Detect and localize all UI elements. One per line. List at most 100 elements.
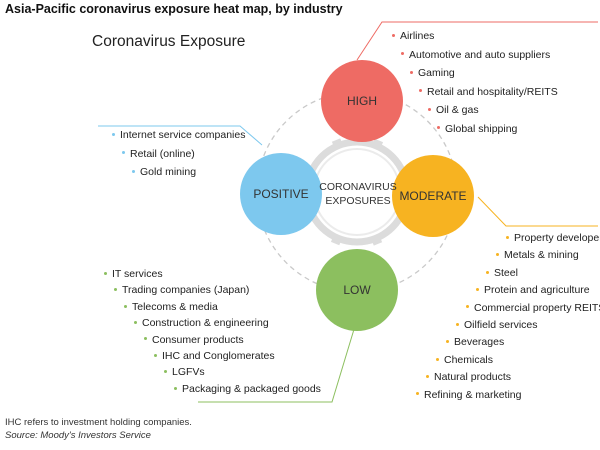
high-exposure-item: Automotive and auto suppliers	[401, 49, 550, 62]
low-exposure-item: LGFVs	[164, 366, 205, 379]
high-bullet-icon	[437, 126, 440, 130]
moderate-exposure-item-label: Refining & marketing	[424, 388, 522, 401]
low-exposure-item: Consumer products	[144, 334, 244, 347]
moderate-bullet-icon	[416, 392, 419, 396]
positive-bullet-icon	[132, 169, 135, 173]
high-leader-line	[356, 21, 598, 61]
low-exposure-item: Trading companies (Japan)	[114, 284, 249, 297]
low-bullet-icon	[114, 288, 117, 292]
source-note: Source: Moody's Investors Service	[5, 430, 151, 441]
positive-label: POSITIVE	[253, 187, 308, 201]
low-circle	[316, 249, 398, 331]
moderate-exposure-item-label: Steel	[494, 266, 518, 279]
high-label: HIGH	[347, 94, 377, 108]
positive-exposure-item: Gold mining	[132, 166, 196, 179]
moderate-bullet-icon	[426, 374, 429, 378]
moderate-exposure-item-label: Metals & mining	[504, 249, 579, 262]
low-exposure-item-label: Telecoms & media	[132, 300, 218, 313]
high-bullet-icon	[419, 89, 422, 93]
positive-bullet-icon	[122, 151, 125, 155]
high-circle	[321, 60, 403, 142]
moderate-exposure-item: Steel	[486, 267, 518, 280]
moderate-bullet-icon	[496, 253, 499, 257]
low-leader-line	[198, 325, 356, 403]
low-exposure-item: Telecoms & media	[124, 301, 218, 314]
moderate-exposure-item: Commercial property REITS	[466, 302, 600, 315]
high-bullet-icon	[410, 70, 413, 74]
page-title: Asia-Pacific coronavirus exposure heat m…	[5, 2, 343, 16]
moderate-label: MODERATE	[399, 189, 466, 203]
low-exposure-item: IT services	[104, 268, 163, 281]
moderate-exposure-item-label: Property developers	[514, 232, 600, 244]
high-exposure-item-label: Oil & gas	[436, 104, 479, 116]
positive-exposure-item: Internet service companies	[112, 129, 245, 142]
moderate-bullet-icon	[446, 340, 449, 344]
low-bullet-icon	[154, 353, 157, 357]
moderate-bullet-icon	[466, 305, 469, 309]
low-exposure-item-label: IHC and Conglomerates	[162, 350, 275, 362]
center-label-line1: CORONAVIRUS	[319, 181, 396, 193]
positive-exposure-item: Retail (online)	[122, 148, 195, 161]
low-bullet-icon	[104, 271, 107, 275]
positive-bullet-icon	[112, 132, 115, 136]
moderate-bullet-icon	[476, 287, 479, 291]
high-exposure-item: Gaming	[410, 67, 455, 80]
low-label: LOW	[343, 283, 371, 297]
low-exposure-item-label: LGFVs	[172, 366, 205, 379]
moderate-leader-line	[477, 196, 598, 227]
center-label-line2: EXPOSURES	[325, 195, 390, 207]
low-exposure-item: IHC and Conglomerates	[154, 350, 275, 363]
positive-exposure-item-label: Retail (online)	[130, 147, 195, 160]
moderate-exposure-item-label: Commercial property REITS	[474, 301, 600, 314]
low-bullet-icon	[134, 320, 137, 324]
high-exposure-item-label: Airlines	[400, 30, 435, 42]
moderate-exposure-item-label: Natural products	[434, 371, 512, 384]
low-exposure-item-label: Consumer products	[152, 333, 244, 346]
moderate-bullet-icon	[456, 322, 459, 326]
positive-leader-line	[98, 125, 263, 146]
moderate-exposure-item: Beverages	[446, 336, 504, 349]
low-exposure-item-label: IT services	[112, 268, 163, 280]
high-exposure-item: Retail and hospitality/REITS	[419, 86, 558, 99]
low-exposure-item-label: Trading companies (Japan)	[122, 284, 250, 297]
moderate-exposure-item-label: Protein and agriculture	[484, 284, 590, 297]
high-bullet-icon	[401, 52, 404, 56]
diagram-subtitle: Coronavirus Exposure	[92, 33, 246, 50]
high-exposure-item-label: Gaming	[418, 67, 455, 79]
high-exposure-item: Airlines	[392, 30, 434, 43]
positive-exposure-item-label: Gold mining	[140, 166, 197, 178]
high-exposure-item-label: Automotive and auto suppliers	[409, 48, 551, 61]
moderate-exposure-item: Oilfield services	[456, 319, 538, 332]
low-exposure-item-label: Packaging & packaged goods	[182, 382, 321, 395]
low-bullet-icon	[174, 386, 177, 390]
moderate-exposure-item: Protein and agriculture	[476, 284, 590, 297]
moderate-exposure-item: Natural products	[426, 371, 511, 384]
moderate-exposure-item-label: Beverages	[454, 336, 505, 349]
positive-exposure-item-label: Internet service companies	[120, 129, 246, 141]
low-bullet-icon	[124, 304, 127, 308]
low-exposure-item: Packaging & packaged goods	[174, 383, 321, 396]
low-exposure-item-label: Construction & engineering	[142, 317, 269, 330]
moderate-exposure-item: Chemicals	[436, 354, 493, 367]
high-exposure-item: Oil & gas	[428, 104, 479, 117]
high-exposure-item-label: Global shipping	[445, 122, 518, 135]
moderate-bullet-icon	[506, 235, 509, 239]
high-exposure-item-label: Retail and hospitality/REITS	[427, 85, 558, 98]
moderate-exposure-item-label: Oilfield services	[464, 319, 538, 331]
low-bullet-icon	[164, 370, 167, 374]
moderate-circle	[392, 155, 474, 237]
high-bullet-icon	[428, 107, 431, 111]
high-exposure-item: Global shipping	[437, 123, 517, 136]
moderate-exposure-item-label: Chemicals	[444, 353, 494, 366]
moderate-exposure-item: Property developers	[506, 232, 600, 245]
low-bullet-icon	[144, 337, 147, 341]
high-bullet-icon	[392, 33, 395, 37]
moderate-bullet-icon	[436, 357, 439, 361]
footnote: IHC refers to investment holding compani…	[5, 417, 192, 428]
moderate-bullet-icon	[486, 270, 489, 274]
moderate-exposure-item: Refining & marketing	[416, 389, 521, 402]
low-exposure-item: Construction & engineering	[134, 317, 269, 330]
moderate-exposure-item: Metals & mining	[496, 249, 579, 262]
positive-circle	[240, 153, 322, 235]
